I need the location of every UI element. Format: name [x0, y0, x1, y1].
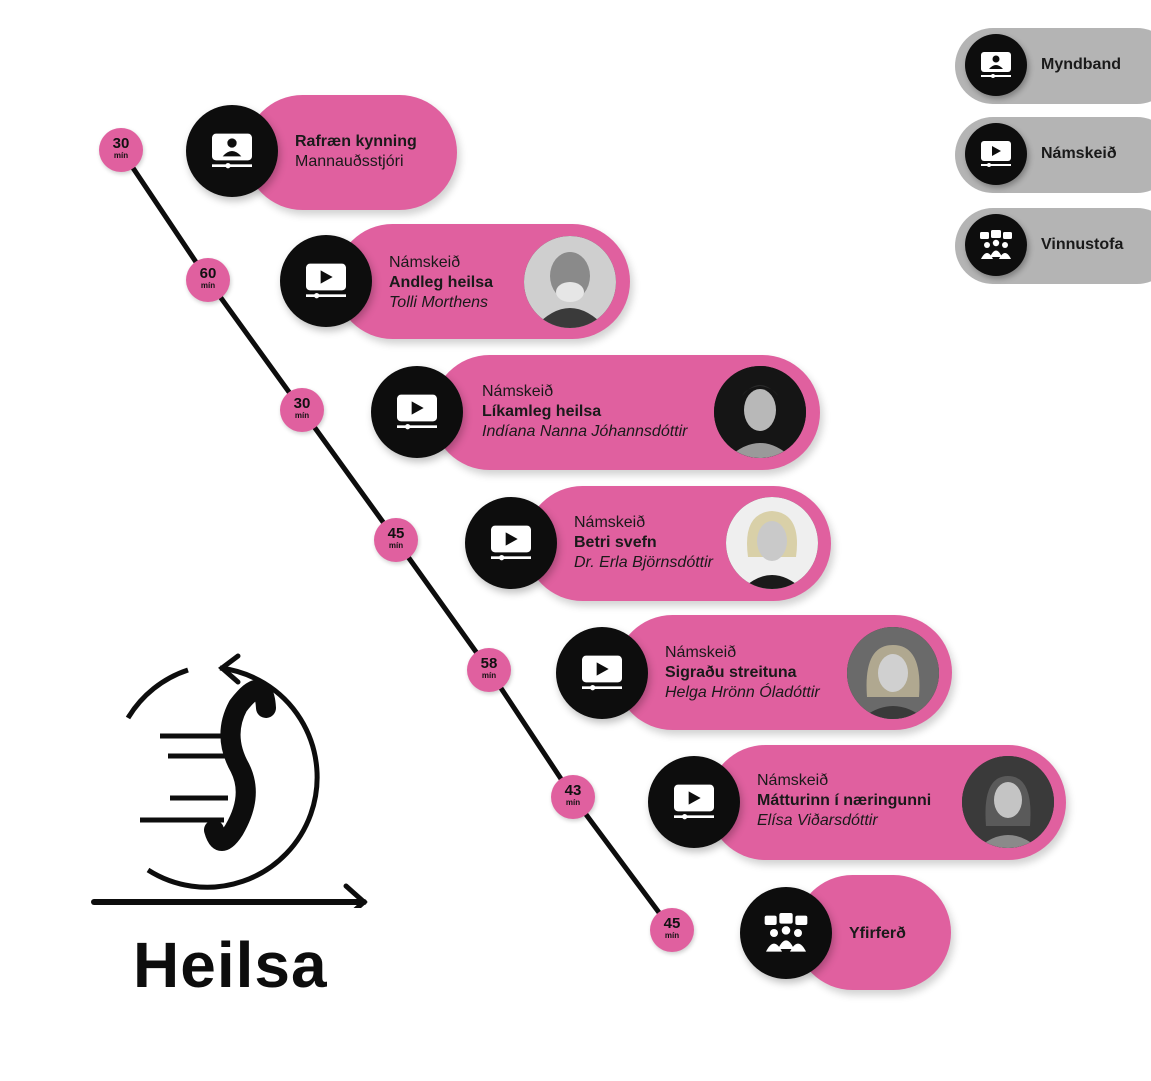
duration-badge: 30 mín — [99, 128, 143, 172]
step-text: Yfirferð — [849, 924, 906, 944]
workshop-group-icon — [740, 887, 832, 979]
speaker-photo — [714, 366, 806, 458]
duration-unit: mín — [481, 671, 497, 680]
duration-minutes: 58 — [480, 655, 498, 672]
step-text: Námskeið Líkamleg heilsa Indíana Nanna J… — [482, 382, 687, 442]
step-text: Námskeið Andleg heilsa Tolli Morthens — [389, 253, 493, 313]
step-person: Dr. Erla Björnsdóttir — [574, 554, 713, 571]
duration-unit: mín — [388, 541, 404, 550]
duration-unit: mín — [664, 931, 680, 940]
step-type: Námskeið — [482, 383, 554, 400]
play-course-icon — [371, 366, 463, 458]
play-course-icon — [556, 627, 648, 719]
speaker-photo — [847, 627, 939, 719]
duration-unit: mín — [294, 411, 310, 420]
speaker-photo — [962, 756, 1054, 848]
step-text: Námskeið Betri svefn Dr. Erla Björnsdótt… — [574, 513, 713, 573]
duration-badge: 58 mín — [467, 648, 511, 692]
duration-minutes: 60 — [199, 265, 217, 282]
step-text: Námskeið Mátturinn í næringunni Elísa Vi… — [757, 771, 931, 831]
step-type: Námskeið — [574, 514, 646, 531]
step-type: Námskeið — [665, 644, 737, 661]
step-type: Námskeið — [389, 254, 461, 271]
step-title: Líkamleg heilsa — [482, 403, 602, 420]
duration-badge: 60 mín — [186, 258, 230, 302]
video-presentation-icon — [965, 34, 1027, 96]
play-course-icon — [965, 123, 1027, 185]
legend-label: Myndband — [1041, 56, 1121, 73]
step-title: Mátturinn í næringunni — [757, 792, 932, 809]
step-person: Indíana Nanna Jóhannsdóttir — [482, 423, 688, 440]
duration-minutes: 45 — [663, 915, 681, 932]
legend-item-vinnustofa: Vinnustofa — [955, 208, 1151, 284]
duration-badge: 43 mín — [551, 775, 595, 819]
heilsa-logo-icon — [91, 653, 368, 908]
step-subtitle: Mannauðsstjóri — [295, 153, 404, 170]
page-title: Heilsa — [133, 929, 328, 1001]
step-title: Rafræn kynning — [295, 133, 417, 150]
legend-label: Vinnustofa — [1041, 236, 1124, 253]
step-title: Andleg heilsa — [389, 274, 494, 291]
duration-minutes: 43 — [564, 782, 582, 799]
legend-item-namskeid: Námskeið — [955, 117, 1151, 193]
step-text: Rafræn kynning Mannauðsstjóri — [295, 132, 417, 172]
play-course-icon — [648, 756, 740, 848]
duration-badge: 45 mín — [650, 908, 694, 952]
workshop-group-icon — [965, 214, 1027, 276]
step-type: Námskeið — [757, 772, 829, 789]
speaker-photo — [524, 236, 616, 328]
legend-label: Námskeið — [1041, 145, 1117, 162]
duration-minutes: 30 — [293, 395, 311, 412]
step-person: Tolli Morthens — [389, 294, 489, 311]
duration-unit: mín — [565, 798, 581, 807]
duration-badge: 30 mín — [280, 388, 324, 432]
step-person: Elísa Viðarsdóttir — [757, 812, 878, 829]
video-presentation-icon — [186, 105, 278, 197]
step-card-rafraen-kynning — [245, 95, 457, 210]
duration-minutes: 45 — [387, 525, 405, 542]
duration-unit: mín — [200, 281, 216, 290]
step-person: Helga Hrönn Óladóttir — [665, 684, 820, 701]
play-course-icon — [280, 235, 372, 327]
step-title: Sigraðu streituna — [665, 664, 797, 681]
duration-unit: mín — [113, 151, 129, 160]
duration-badge: 45 mín — [374, 518, 418, 562]
step-title: Yfirferð — [849, 925, 906, 942]
speaker-photo — [726, 497, 818, 589]
step-title: Betri svefn — [574, 534, 657, 551]
step-text: Námskeið Sigraðu streituna Helga Hrönn Ó… — [665, 643, 820, 703]
duration-minutes: 30 — [112, 135, 130, 152]
legend-item-myndband: Myndband — [955, 28, 1151, 104]
play-course-icon — [465, 497, 557, 589]
